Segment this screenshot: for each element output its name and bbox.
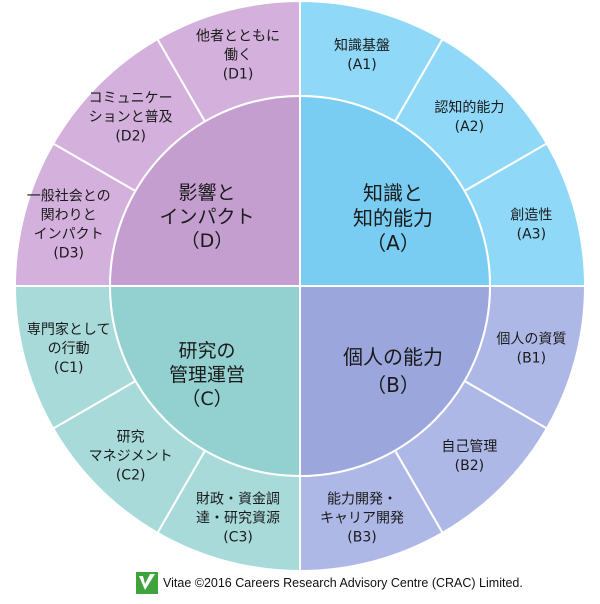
segment-label: 創造性 (A3)	[510, 208, 552, 243]
segment-label-line: 働く	[224, 48, 252, 64]
copyright-text: Vitae ©2016 Careers Research Advisory Ce…	[163, 576, 523, 590]
segment-label-line: マネジメント	[89, 448, 173, 464]
wheel-quadrants	[108, 94, 492, 478]
segment-label: コミュニケーションと普及 (D2)	[89, 91, 173, 145]
quadrant-c	[108, 285, 301, 478]
segment-label-line: (A3)	[517, 227, 546, 243]
segment-label-line: 専門家として	[27, 321, 111, 338]
segment-label-line: 創造性	[510, 208, 552, 224]
segment-label: 知識基盤 (A1)	[334, 37, 390, 73]
quadrant-label: 個人の能力 （B）	[343, 345, 443, 397]
quadrant-d	[108, 94, 301, 287]
segment-label-line: コミュニケー	[89, 91, 173, 107]
segment-label-line: 他者とともに	[196, 29, 280, 45]
quadrant-label-line: （B）	[366, 373, 420, 397]
segment-label-line: (A1)	[347, 57, 376, 73]
segment-label-line: 研究	[117, 429, 145, 445]
segment-label-line: 達・研究資源	[196, 510, 280, 526]
segment-label-line: インパクト	[34, 227, 104, 243]
quadrant-label-line: 影響と	[178, 182, 235, 204]
segment-label-line: 関わりと	[41, 208, 97, 224]
segment-label-line: 能力開発・	[327, 491, 397, 507]
segment-label-line: 知識基盤	[334, 37, 390, 54]
segment-label-line: (D3)	[53, 246, 84, 262]
segment-label-line: (B1)	[517, 351, 546, 367]
segment-label-line: 一般社会との	[27, 189, 111, 205]
quadrant-label-line: 研究の	[178, 340, 235, 362]
footer: Vitae ©2016 Careers Research Advisory Ce…	[136, 570, 523, 596]
segment-label-line: (C1)	[54, 360, 84, 376]
segment-label: 研究マネジメント (C2)	[89, 429, 173, 483]
segment-label-line: (C2)	[116, 467, 146, 483]
segment-label: 財政・資金調達・研究資源 (C3)	[196, 491, 280, 545]
quadrant-label: 影響とインパクト（D）	[159, 182, 254, 252]
quadrant-a	[299, 94, 492, 287]
quadrant-label-line: インパクト	[159, 206, 254, 228]
segment-label-line: の行動	[48, 341, 90, 357]
quadrant-label-line: 管理運営	[169, 364, 245, 386]
quadrant-label-line: （C）	[181, 388, 232, 410]
wheel-segments	[13, 0, 587, 573]
quadrant-b	[299, 285, 492, 478]
segment-label-line: (B2)	[455, 458, 484, 474]
segment-label: 自己管理 (B2)	[441, 439, 497, 474]
segment-label-line: (A2)	[455, 119, 484, 135]
quadrant-label-line: 個人の能力	[343, 345, 443, 369]
quadrant-label-line: 知的能力	[353, 206, 433, 230]
segment-label-line: (C3)	[223, 529, 253, 545]
quadrant-label-line: （D）	[181, 230, 234, 252]
quadrant-label: 知識と知的能力（A）	[353, 181, 433, 255]
segment-label: 一般社会との関わりとインパクト (D3)	[27, 189, 111, 262]
quadrant-label-line: （A）	[366, 231, 420, 255]
segment-label-line: (B3)	[347, 529, 376, 545]
segment-label: 個人の資質 (B1)	[496, 332, 566, 367]
quadrant-label-line: 知識と	[363, 181, 423, 205]
segment-label: 能力開発・キャリア開発 (B3)	[320, 491, 404, 545]
segment-label: 専門家としての行動 (C1)	[27, 321, 111, 376]
segment-label-line: キャリア開発	[320, 510, 404, 526]
segment-label-line: 財政・資金調	[196, 491, 280, 507]
wheel-labels: 知識基盤 (A1) 認知的能力 (A2) 創造性 (A3) 知識と知的能力（A） 個人の資質 (…	[27, 29, 567, 546]
segment-label-line: (D1)	[223, 67, 254, 83]
segment-label: 他者とともに働く (D1)	[196, 29, 280, 83]
vitae-logo-icon	[136, 572, 158, 594]
segment-label-line: 個人の資質	[496, 332, 566, 348]
segment-label: 認知的能力 (A2)	[434, 99, 504, 135]
segment-label-line: 認知的能力	[434, 99, 504, 116]
segment-label-line: (D2)	[115, 129, 146, 145]
segment-label-line: 自己管理	[441, 439, 497, 455]
quadrant-label: 研究の管理運営（C）	[169, 340, 245, 410]
segment-label-line: ションと普及	[89, 110, 173, 126]
